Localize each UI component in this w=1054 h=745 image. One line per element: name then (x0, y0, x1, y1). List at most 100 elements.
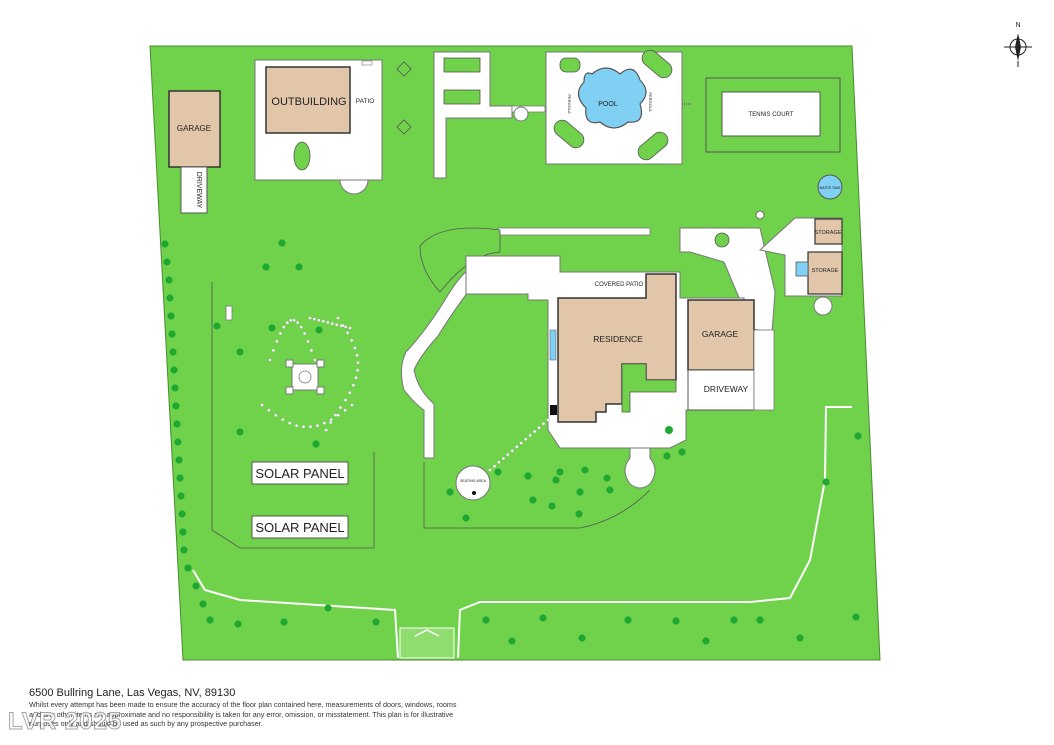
tree-icon (581, 466, 589, 474)
tree-icon (213, 322, 221, 330)
fountain (513, 106, 529, 122)
pool (577, 67, 647, 129)
seating-area (455, 465, 491, 501)
path-light-icon (329, 417, 333, 422)
path-light-icon (317, 318, 321, 322)
path-lights (260, 316, 550, 472)
tree-icon (262, 263, 270, 271)
path-light-icon (306, 339, 310, 344)
tree-icon (169, 348, 177, 356)
tree-icon (278, 239, 286, 247)
tree-icon (524, 472, 532, 480)
front-walkway (624, 447, 656, 489)
path-light-icon (267, 408, 271, 412)
path-light-icon (271, 348, 276, 353)
path-light-icon (326, 320, 330, 325)
tree-icon (167, 312, 175, 320)
driveway-left-label: DRIVEWAY (195, 172, 202, 209)
path-light-icon (313, 358, 317, 362)
tree-icon (163, 258, 171, 266)
path-light-icon (338, 405, 343, 410)
path-light-icon (309, 348, 314, 353)
path-light-icon (348, 326, 352, 330)
tree-icon (175, 456, 183, 464)
outbuilding (265, 66, 351, 134)
trees (161, 239, 862, 645)
seating-area-label: SEATING AREA (460, 479, 487, 483)
tree-icon (174, 438, 182, 446)
tree-icon (206, 616, 214, 624)
utility-icon (755, 210, 765, 220)
outbuilding-label: OUTBUILDING (271, 96, 346, 108)
plan-footer: 6500 Bullring Lane, Las Vegas, NV, 89130… (29, 686, 1029, 729)
tree-icon (312, 440, 320, 448)
tree-icon (179, 528, 187, 536)
path-light-icon (308, 316, 312, 320)
path-light-icon (355, 368, 360, 372)
water-tank-label: WATER TANK (819, 186, 841, 190)
tree-icon (482, 616, 490, 624)
tree-icon (702, 637, 710, 645)
tree-icon (178, 510, 186, 518)
tree-icon (852, 613, 860, 621)
planter-bed (641, 49, 673, 79)
path-light-icon (532, 429, 537, 434)
path-light-icon (324, 428, 328, 432)
shrub-bed (293, 141, 311, 171)
tree-icon (529, 496, 537, 504)
path-light-icon (274, 413, 278, 417)
path-light-icon (335, 323, 339, 327)
tree-icon (548, 502, 556, 510)
perimeter-path (457, 406, 852, 659)
garden-bed-outline (211, 282, 375, 549)
lawn-courtyard (621, 363, 677, 413)
gate-icon (414, 629, 440, 637)
solar-panel-1-label: SOLAR PANEL (255, 466, 344, 481)
garden-bed-outline (423, 462, 651, 529)
tree-icon (606, 486, 614, 494)
path-light-icon (343, 398, 348, 402)
garage-main (687, 299, 755, 371)
storage-1 (814, 218, 843, 245)
tree-icon (236, 348, 244, 356)
path-light-icon (289, 318, 293, 322)
path-light-icon (345, 331, 350, 335)
tree-icon (315, 326, 323, 334)
tennis-court (721, 91, 821, 137)
planter-bed (637, 131, 669, 161)
tree-icon (170, 366, 178, 374)
path-light-icon (537, 426, 541, 430)
storage-2 (807, 251, 843, 295)
gazebo (285, 359, 325, 395)
tree-icon (575, 510, 583, 518)
tree-icon (508, 637, 516, 645)
path-light-icon (312, 317, 317, 321)
path-light-icon (301, 425, 306, 429)
tree-icon (180, 546, 188, 554)
tree-icon (177, 492, 185, 500)
covered-patio-label: COVERED PATIO (595, 282, 644, 288)
entry-gate (399, 627, 455, 659)
tree-icon (822, 478, 830, 486)
storage-1-label: STORAGE (815, 230, 842, 236)
path-light-icon (285, 320, 289, 325)
path-light-icon (278, 331, 283, 336)
water-tank (817, 174, 843, 200)
tree-icon (295, 263, 303, 271)
lot-boundary (149, 45, 881, 661)
planter-round (714, 232, 730, 248)
tree-icon (854, 432, 862, 440)
path-light-icon (492, 464, 497, 468)
path-light-icon (294, 423, 299, 428)
tree-icon (796, 634, 804, 642)
path-light-icon (302, 331, 307, 336)
tree-icon (236, 428, 244, 436)
solar-panel-2 (251, 515, 349, 539)
planter-bed (559, 57, 581, 73)
walkway (497, 227, 651, 236)
path-light-icon (322, 421, 326, 425)
walkway (433, 51, 513, 179)
path-light-icon (353, 346, 357, 350)
path-light-icon (488, 468, 492, 472)
pergola-label: PERGOLA (567, 94, 572, 114)
